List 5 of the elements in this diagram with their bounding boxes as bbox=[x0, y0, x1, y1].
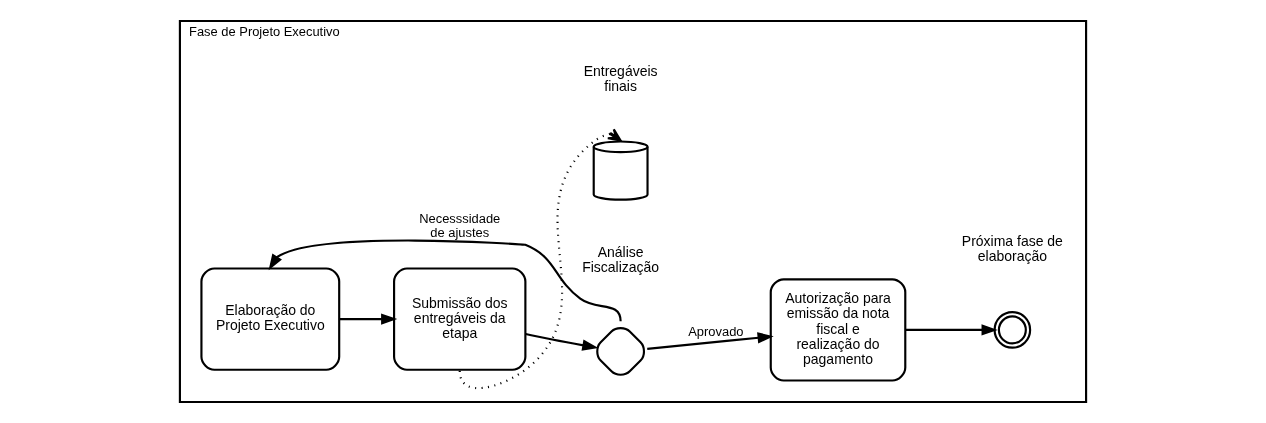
edge-label: Necesssidade de ajustes bbox=[419, 210, 501, 240]
node-label: Análise Fiscalização bbox=[582, 244, 660, 276]
node-label: Entregáveis finais bbox=[583, 63, 658, 95]
edge-label: Aprovado bbox=[688, 323, 744, 339]
node-label: Próxima fase de elaboração bbox=[961, 233, 1063, 265]
